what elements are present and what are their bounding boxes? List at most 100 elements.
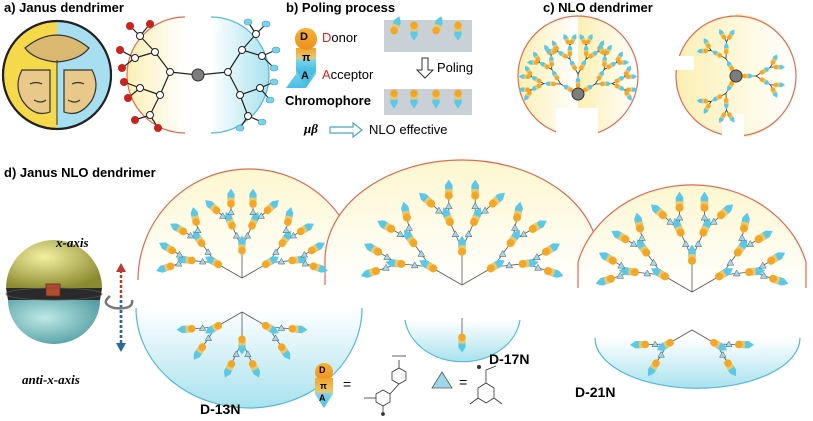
triazole-node — [249, 208, 257, 215]
compound-label-d13n: D-13N — [200, 401, 241, 417]
chromophore — [739, 212, 750, 233]
chromophore — [569, 59, 578, 71]
triazole-node — [244, 350, 252, 357]
chromophore — [650, 204, 667, 220]
chromophore — [159, 242, 177, 255]
chromophore — [614, 76, 625, 84]
chromophore — [238, 335, 246, 355]
chromophore — [770, 54, 778, 65]
mu-beta-label: μβ — [304, 121, 318, 136]
poling-chromophores — [390, 16, 462, 109]
triazole-node — [194, 226, 202, 233]
triazole-node — [471, 202, 480, 209]
legend-pi-letter: π — [320, 381, 327, 391]
chromophore — [277, 343, 291, 360]
triazole-node — [301, 259, 310, 267]
triazole-node — [232, 350, 240, 357]
triazole-node — [498, 249, 507, 257]
chromophore — [618, 267, 639, 277]
chromophore — [726, 80, 735, 92]
chromophore — [742, 73, 754, 79]
chromophore-label: Chromophore — [285, 93, 371, 108]
triazole-node — [174, 259, 183, 267]
chromophore — [419, 192, 436, 208]
chromophore — [249, 188, 257, 208]
chromophore — [759, 77, 770, 85]
chromophore — [248, 360, 261, 378]
chromophore — [583, 44, 589, 57]
chromophore — [696, 48, 709, 54]
chromophore — [773, 64, 785, 70]
chromophore — [714, 267, 733, 281]
chromophore — [205, 256, 223, 269]
triazole-node — [719, 351, 727, 358]
chromophore — [596, 70, 604, 81]
triazole-node — [410, 261, 419, 269]
triazole-node — [300, 250, 309, 258]
chromophore — [606, 61, 617, 70]
triazole-node — [726, 258, 735, 266]
triazole-node — [277, 257, 286, 265]
triazole-node — [464, 230, 473, 238]
chromophore — [602, 54, 607, 67]
chromophore — [700, 191, 709, 212]
chromophore — [651, 267, 670, 281]
chromophore — [518, 259, 539, 268]
chromophore — [582, 84, 594, 93]
triazole-node — [198, 324, 207, 331]
chromophore — [309, 262, 328, 273]
triazole-node — [732, 269, 741, 277]
d21n-dendrimer — [577, 184, 807, 389]
chromophore — [647, 359, 660, 377]
chromophore — [205, 321, 223, 334]
triazole-node — [533, 253, 541, 260]
chromophore — [296, 223, 314, 236]
axis-arrow — [104, 263, 134, 352]
chromophore — [614, 83, 626, 91]
triazole-node — [629, 240, 638, 247]
triazole-node — [700, 213, 709, 221]
chromophore — [263, 200, 279, 215]
chromophore — [579, 33, 587, 45]
triazole-node — [666, 217, 675, 225]
triazole-node — [694, 240, 703, 247]
chromophore — [754, 230, 773, 244]
triazole-node — [534, 263, 542, 271]
chromophore — [518, 87, 531, 93]
chromophore — [176, 255, 196, 265]
triazole-node — [616, 271, 625, 279]
chromophore — [261, 256, 279, 269]
chromophore — [711, 50, 723, 58]
triazole-node — [649, 258, 658, 266]
triazole-node — [227, 208, 235, 215]
chromophore — [506, 229, 520, 248]
triazole-node — [198, 257, 207, 265]
triazole-node — [175, 250, 184, 258]
nlo-dendrimer-schematic — [517, 14, 798, 142]
donor-label: Donor — [322, 30, 358, 45]
chromophore — [288, 255, 308, 265]
chromophore — [634, 212, 645, 233]
chromophore — [595, 274, 615, 286]
chromophore — [193, 343, 207, 360]
chromophore — [541, 243, 560, 256]
anti-x-axis-label: anti-x-axis — [22, 372, 80, 387]
chromophore — [724, 359, 737, 377]
chromophore — [569, 33, 577, 45]
chromophore — [385, 259, 406, 268]
chromophore — [625, 74, 638, 80]
chromophore — [767, 252, 786, 265]
chromophore-aligned — [454, 89, 462, 109]
legend-equals-1: = — [343, 376, 352, 392]
chromophore — [544, 81, 557, 87]
chromophore — [238, 235, 246, 255]
chromophore — [551, 40, 559, 51]
chromophore — [711, 94, 723, 102]
legend-donor-letter: D — [319, 365, 326, 375]
chromophore — [656, 338, 674, 351]
triazole-node — [405, 223, 413, 231]
chromophore-unoriented — [432, 16, 443, 35]
donor-badge-letter: D — [300, 31, 308, 43]
triazole-node — [759, 271, 768, 279]
compound-label-d21n: D-21N — [575, 384, 616, 400]
